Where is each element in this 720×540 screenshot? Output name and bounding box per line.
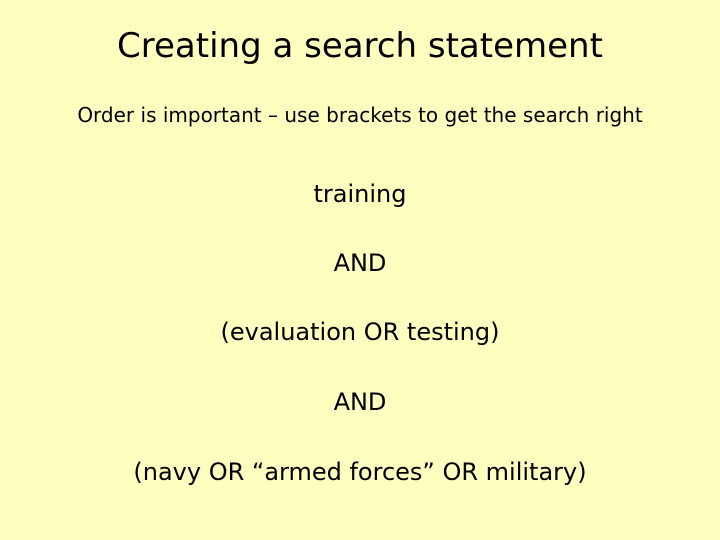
query-line-evaluation-group: (evaluation OR testing) bbox=[220, 318, 500, 346]
query-line-and-operator: AND bbox=[333, 388, 387, 416]
slide-subtitle: Order is important – use brackets to get… bbox=[77, 103, 643, 127]
slide-title: Creating a search statement bbox=[117, 26, 603, 66]
query-line-military-group: (navy OR “armed forces” OR military) bbox=[133, 458, 587, 486]
query-line-and-operator: AND bbox=[333, 249, 387, 277]
query-line-training: training bbox=[313, 180, 407, 208]
